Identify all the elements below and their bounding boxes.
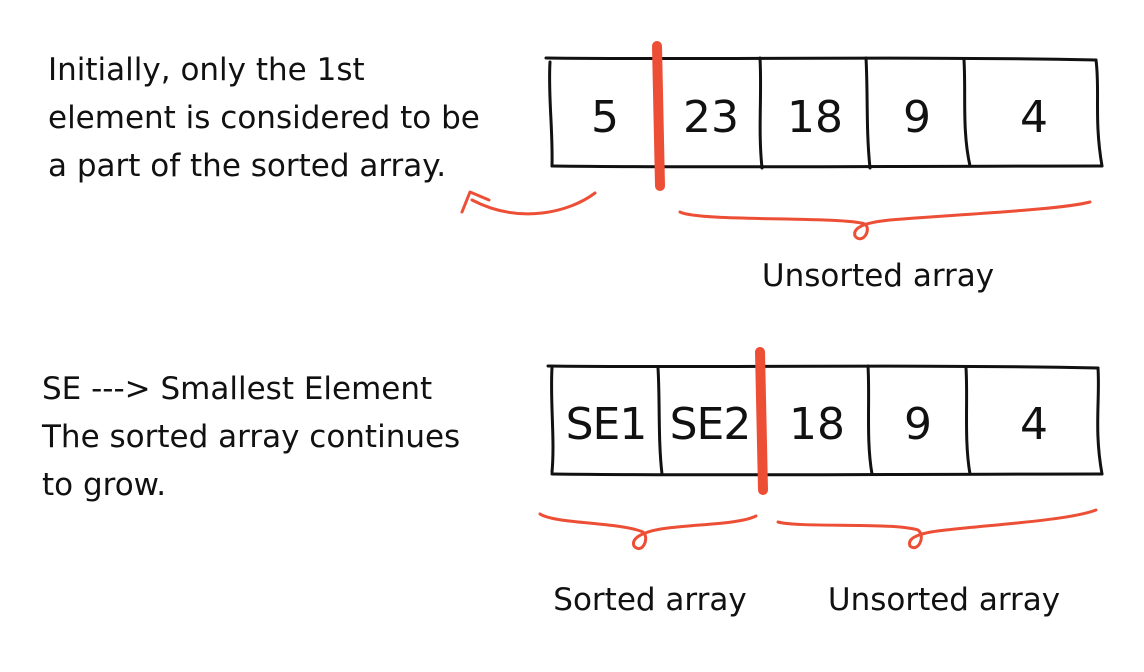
bottom-sorted-label: Sorted array <box>553 582 747 618</box>
top-partition-marker <box>652 41 665 191</box>
bottom-cell-2: SE2 <box>669 399 752 450</box>
bottom-note-line-3: to grow. <box>42 467 167 503</box>
bottom-unsorted-label: Unsorted array <box>827 582 1061 618</box>
bottom-cell-3: 18 <box>789 399 845 450</box>
curved-arrow <box>460 190 597 216</box>
bottom-note-line-2: The sorted array continues <box>42 419 461 455</box>
bottom-unsorted-brace <box>776 508 1098 550</box>
top-cell-4: 9 <box>903 92 931 143</box>
bottom-note-line-1: SE ---> Smallest Element <box>42 371 433 407</box>
bottom-array-box <box>546 364 1104 477</box>
bottom-partition-marker <box>755 347 768 495</box>
top-note-line-3: a part of the sorted array. <box>48 148 447 184</box>
bottom-cell-4: 9 <box>904 399 932 450</box>
top-unsorted-label: Unsorted array <box>761 258 995 294</box>
top-note-line-2: element is considered to be <box>48 100 480 136</box>
bottom-cell-5: 4 <box>1020 399 1048 450</box>
top-cell-2: 23 <box>683 92 739 143</box>
top-array-box <box>544 56 1104 170</box>
bottom-sorted-brace <box>538 512 758 550</box>
bottom-note: SE ---> Smallest Element The sorted arra… <box>42 365 460 509</box>
top-note: Initially, only the 1st element is consi… <box>48 46 480 190</box>
top-cell-1: 5 <box>591 92 619 143</box>
top-unsorted-brace <box>678 200 1092 241</box>
top-cell-5: 4 <box>1020 92 1048 143</box>
bottom-cell-1: SE1 <box>565 399 648 450</box>
top-note-line-1: Initially, only the 1st <box>48 52 365 88</box>
top-cell-3: 18 <box>787 92 843 143</box>
